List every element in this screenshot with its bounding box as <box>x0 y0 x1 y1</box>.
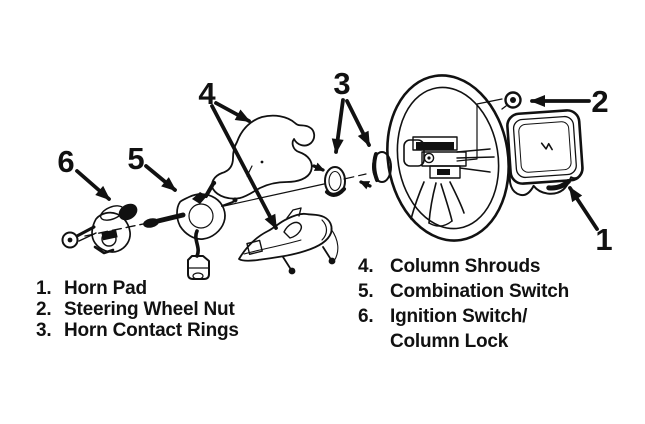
callout-number-6: 6 <box>57 144 74 179</box>
callout-number-3: 3 <box>333 66 350 101</box>
horn-pad-emblem <box>540 142 553 151</box>
arrow-1 <box>568 186 599 231</box>
legend-label: Column Shrouds <box>390 256 541 277</box>
steering-wheel-nut <box>456 91 522 162</box>
legend-item-3: 3. Horn Contact Rings <box>36 320 239 341</box>
legend-label: Column Lock <box>390 331 509 352</box>
legend-item-4: 4. Column Shrouds <box>358 254 569 279</box>
legend-left-column: 1. Horn Pad 2. Steering Wheel Nut 3. Hor… <box>36 278 239 341</box>
legend-item-6: 6. Ignition Switch/ <box>358 304 569 329</box>
callout-arrows <box>75 95 599 231</box>
callout-number-1: 1 <box>595 222 612 257</box>
legend-label: Steering Wheel Nut <box>64 299 235 320</box>
legend-item-6-line2: Column Lock <box>358 329 569 354</box>
legend-number: 5. <box>358 281 374 302</box>
legend-right-column: 4. Column Shrouds 5. Combination Switch … <box>358 254 569 354</box>
legend-item-1: 1. Horn Pad <box>36 278 239 299</box>
steering-wheel <box>386 74 510 242</box>
legend-number: 4. <box>358 256 374 277</box>
ignition-switch-column-lock <box>61 203 138 255</box>
arrow-4b <box>210 104 278 230</box>
legend-number: 3. <box>36 320 52 341</box>
combination-switch <box>143 180 238 280</box>
legend-number-spacer <box>358 329 390 354</box>
legend-label: Horn Contact Rings <box>64 320 239 341</box>
arrow-3b <box>345 99 371 147</box>
legend-label: Ignition Switch/ <box>390 306 528 327</box>
horn-pad <box>506 109 584 197</box>
callout-number-5: 5 <box>127 141 144 176</box>
column-centerline <box>84 173 367 237</box>
arrow-3a <box>331 98 345 154</box>
legend-number: 1. <box>36 278 52 299</box>
legend-label: Horn Pad <box>64 278 147 299</box>
callout-number-2: 2 <box>591 84 608 119</box>
horn-contact-rings <box>312 151 392 197</box>
legend-item-5: 5. Combination Switch <box>358 279 569 304</box>
legend-label: Combination Switch <box>390 281 570 302</box>
legend-number: 6. <box>358 306 374 327</box>
arrow-4a <box>214 101 251 123</box>
callout-number-4: 4 <box>198 76 216 111</box>
arrow-5 <box>144 164 177 192</box>
legend-item-2: 2. Steering Wheel Nut <box>36 299 239 320</box>
legend-number: 2. <box>36 299 52 320</box>
arrow-6 <box>75 169 111 201</box>
